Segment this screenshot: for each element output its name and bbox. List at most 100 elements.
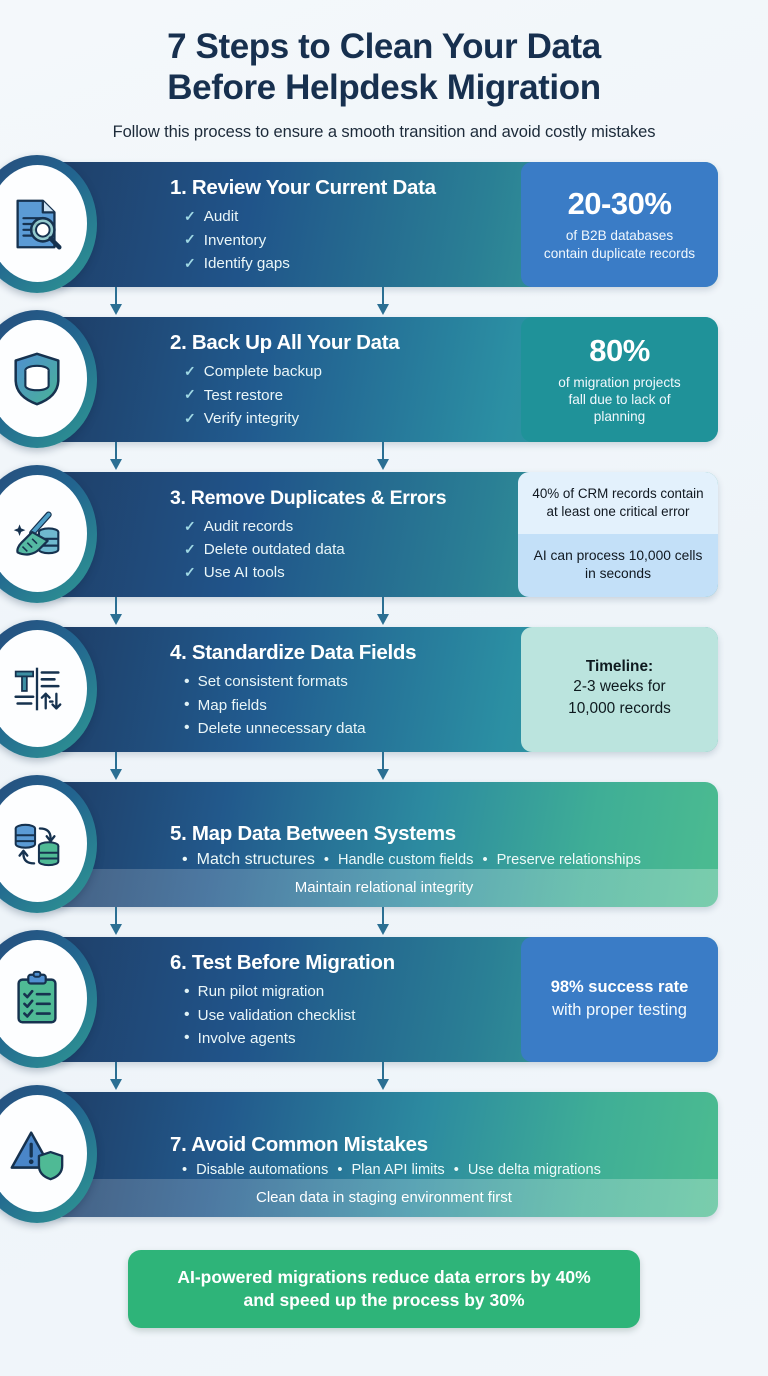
step-3: 3. Remove Duplicates & Errors ✓Audit rec… — [0, 464, 768, 627]
list-item: •Run pilot migration — [184, 980, 708, 1003]
icon-inner — [0, 1095, 87, 1213]
arrow-down-icon — [110, 906, 122, 937]
icon-inner — [0, 320, 87, 438]
bullet-dot-icon: • — [184, 1006, 190, 1024]
bullet-label: Run pilot migration — [197, 983, 325, 1001]
list-item: ✓Inventory — [184, 229, 708, 252]
step-icon-badge — [0, 925, 102, 1073]
bullet-label: Match structures — [196, 851, 315, 869]
step-connector-arrows — [0, 286, 768, 317]
footer-line-1: AI-powered migrations reduce data errors… — [177, 1266, 591, 1287]
check-icon: ✓ — [184, 208, 196, 225]
step-connector-arrows — [0, 751, 768, 782]
stat-description-line: of B2B databases — [565, 228, 674, 244]
arrow-down-icon — [377, 286, 389, 317]
card-gradient — [50, 781, 718, 907]
icon-inner — [0, 940, 87, 1058]
bullet-label: Handle custom fields — [337, 852, 474, 869]
stat-description: with proper testing — [552, 1000, 687, 1019]
arrow-down-icon — [377, 1061, 389, 1092]
step-stat-panel: 40% of CRM records contain at least one … — [518, 471, 718, 597]
page-title-line-1: 7 Steps to Clean Your Data — [167, 27, 601, 66]
step-5: 5. Map Data Between Systems • Match stru… — [0, 774, 768, 937]
check-icon: ✓ — [184, 517, 196, 534]
step-card[interactable]: 6. Test Before Migration •Run pilot migr… — [50, 936, 718, 1062]
infographic-header: 7 Steps to Clean Your Data Before Helpde… — [0, 0, 768, 142]
stat-label: Timeline: — [585, 658, 654, 676]
step-icon-badge — [0, 150, 102, 298]
list-item: ✓Delete outdated data — [184, 538, 708, 561]
stat-line-1: 2-3 weeks for — [573, 678, 666, 696]
step-card[interactable]: 3. Remove Duplicates & Errors ✓Audit rec… — [50, 471, 718, 597]
bullet-label: Use AI tools — [203, 564, 285, 582]
step-6: 6. Test Before Migration •Run pilot migr… — [0, 929, 768, 1092]
text-sort-fields-icon — [14, 667, 62, 710]
step-connector-arrows — [0, 441, 768, 472]
step-title: 7. Avoid Common Mistakes — [170, 1133, 428, 1157]
step-connector-arrows — [0, 1061, 768, 1092]
step-content: 6. Test Before Migration •Run pilot migr… — [168, 937, 718, 1062]
step-card[interactable]: 5. Map Data Between Systems • Match stru… — [50, 781, 718, 907]
bullet-label: Plan API limits — [351, 1162, 445, 1179]
step-bullet-list: ✓Audit ✓Inventory ✓Identify gaps — [170, 205, 708, 274]
step-stat-panel: 98% success rate with proper testing — [521, 936, 718, 1062]
check-icon: ✓ — [184, 540, 196, 557]
icon-ring — [0, 1084, 97, 1223]
page-subtitle: Follow this process to ensure a smooth t… — [112, 122, 656, 141]
clipboard-checklist-icon — [17, 970, 57, 1024]
arrow-down-icon — [377, 906, 389, 937]
step-connector-arrows — [0, 596, 768, 627]
list-item: •Involve agents — [184, 1027, 708, 1050]
step-4: 4. Standardize Data Fields •Set consiste… — [0, 619, 768, 782]
arrow-down-icon — [110, 441, 122, 472]
page-title-line-2: Before Helpdesk Migration — [167, 68, 601, 108]
bullet-label: Set consistent formats — [197, 673, 348, 691]
bullet-dot-icon: • — [453, 1162, 459, 1179]
step-inline-bullets: • Match structures • Handle custom field… — [170, 851, 708, 869]
list-item: ✓ Audit records — [184, 515, 708, 538]
broom-database-icon — [13, 511, 60, 556]
bullet-dot-icon: • — [337, 1162, 343, 1179]
step-title: 4. Standardize Data Fields — [170, 641, 417, 665]
bullet-label: Audit records — [203, 517, 294, 535]
bullet-label: Complete backup — [203, 363, 322, 381]
step-icon-badge — [0, 1080, 102, 1228]
bullet-label: Verify integrity — [203, 409, 300, 427]
stat-line-2: 10,000 records — [568, 700, 671, 718]
step-card[interactable]: 1. Review Your Current Data ✓Audit ✓Inve… — [50, 161, 718, 287]
list-item: •Set consistent formats — [184, 670, 708, 693]
icon-ring — [0, 619, 97, 758]
stat-value: 98% success rate — [550, 978, 689, 997]
step-stat-panel: Timeline: 2-3 weeks for 10,000 records — [521, 626, 718, 752]
bullet-dot-icon: • — [184, 696, 190, 714]
list-item: •Delete unnecessary data — [184, 717, 708, 740]
step-title: 5. Map Data Between Systems — [170, 822, 456, 846]
step-card[interactable]: 7. Avoid Common Mistakes • Disable autom… — [50, 1091, 718, 1217]
step-icon-badge — [0, 770, 102, 918]
page-title: 7 Steps to Clean Your Data Before Helpde… — [24, 26, 744, 109]
bullet-dot-icon: • — [323, 852, 329, 869]
list-item: ✓Test restore — [184, 384, 708, 407]
step-card[interactable]: 2. Back Up All Your Data ✓Complete backu… — [50, 316, 718, 442]
arrow-down-icon — [377, 441, 389, 472]
step-footer-strip: Clean data in staging environment first — [50, 1178, 718, 1217]
step-content: 1. Review Your Current Data ✓Audit ✓Inve… — [168, 162, 718, 287]
step-content: 4. Standardize Data Fields •Set consiste… — [168, 627, 718, 752]
bullet-label: Delete unnecessary data — [197, 719, 366, 737]
document-magnifier-icon — [16, 199, 62, 250]
step-7: 7. Avoid Common Mistakes • Disable autom… — [0, 1084, 768, 1242]
step-card[interactable]: 4. Standardize Data Fields •Set consiste… — [50, 626, 718, 752]
arrow-down-icon — [110, 286, 122, 317]
icon-ring — [0, 929, 97, 1068]
check-icon: ✓ — [184, 231, 196, 248]
step-2: 2. Back Up All Your Data ✓Complete backu… — [0, 309, 768, 472]
step-icon-badge — [0, 460, 102, 608]
icon-ring — [0, 309, 97, 448]
icon-ring — [0, 464, 97, 603]
card-gradient — [50, 1091, 718, 1217]
step-content: 5. Map Data Between Systems • Match stru… — [168, 782, 718, 907]
step-title: 1. Review Your Current Data — [170, 176, 436, 200]
list-item: ✓Identify gaps — [184, 252, 708, 275]
bullet-dot-icon: • — [182, 1162, 188, 1179]
arrow-down-icon — [110, 1061, 122, 1092]
